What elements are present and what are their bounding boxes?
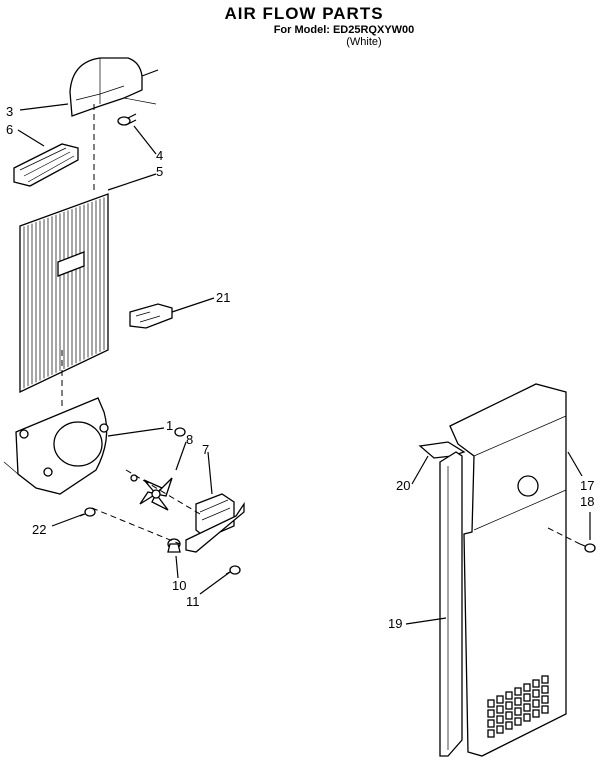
vent-slot — [505, 691, 513, 700]
callout-6: 6 — [6, 122, 13, 137]
vent-slot — [496, 725, 504, 734]
vent-slot — [532, 699, 540, 708]
vent-slot — [523, 693, 531, 702]
part-21-clip — [129, 303, 173, 329]
callout-18: 18 — [580, 494, 594, 509]
vent-slot — [487, 719, 495, 728]
callout-20: 20 — [396, 478, 410, 493]
vent-slot — [514, 697, 522, 706]
callout-3: 3 — [6, 104, 13, 119]
vent-slot — [487, 729, 495, 738]
vent-slot — [523, 683, 531, 692]
part-1-fan-shroud — [3, 397, 109, 495]
vent-slot — [541, 675, 549, 684]
callout-19: 19 — [388, 616, 402, 631]
callout-22: 22 — [32, 522, 46, 537]
callout-5: 5 — [156, 164, 163, 179]
vent-slot — [496, 705, 504, 714]
part-6-damper — [13, 143, 79, 187]
part-18-screw — [579, 543, 596, 553]
part-4-screw — [117, 113, 137, 126]
callout-4: 4 — [156, 148, 163, 163]
vent-slot — [523, 703, 531, 712]
vent-slot — [532, 689, 540, 698]
callout-7: 7 — [202, 442, 209, 457]
vent-slot — [541, 695, 549, 704]
vent-slot — [514, 707, 522, 716]
vent-slot — [496, 715, 504, 724]
part-19-side-strip — [439, 451, 463, 757]
callout-11: 11 — [186, 594, 200, 609]
vent-slot — [505, 721, 513, 730]
part-7-fan-motor — [185, 493, 245, 553]
vent-slot — [523, 713, 531, 722]
callout-10: 10 — [172, 578, 186, 593]
vent-slot — [487, 709, 495, 718]
vent-slot — [532, 709, 540, 718]
vent-slot — [532, 679, 540, 688]
vent-slot — [487, 699, 495, 708]
part-5-evaporator-cover — [19, 193, 109, 394]
model-line: For Model: ED25RQXYW00 — [273, 24, 415, 36]
part-3-duct-cover — [69, 57, 159, 117]
callout-17: 17 — [580, 478, 594, 493]
vent-slot — [514, 717, 522, 726]
vent-slot — [496, 695, 504, 704]
vent-slot — [505, 701, 513, 710]
callout-21: 21 — [216, 290, 230, 305]
vent-slot — [541, 705, 549, 714]
color-line: (White) — [346, 36, 382, 48]
part-17-rear-panel — [449, 383, 567, 757]
part-8-fan-blade — [139, 477, 173, 511]
part-1-washer — [174, 427, 186, 437]
page-title: AIR FLOW PARTS — [224, 4, 384, 23]
vent-slot — [514, 687, 522, 696]
vent-slot — [505, 711, 513, 720]
callout-1: 1 — [166, 418, 173, 433]
callout-leaders — [17, 103, 591, 625]
vent-slot — [541, 685, 549, 694]
part-grommet — [130, 474, 138, 482]
part-10-grommet — [167, 538, 181, 553]
callout-8: 8 — [186, 432, 193, 447]
assembly-guide-lines — [61, 104, 581, 545]
